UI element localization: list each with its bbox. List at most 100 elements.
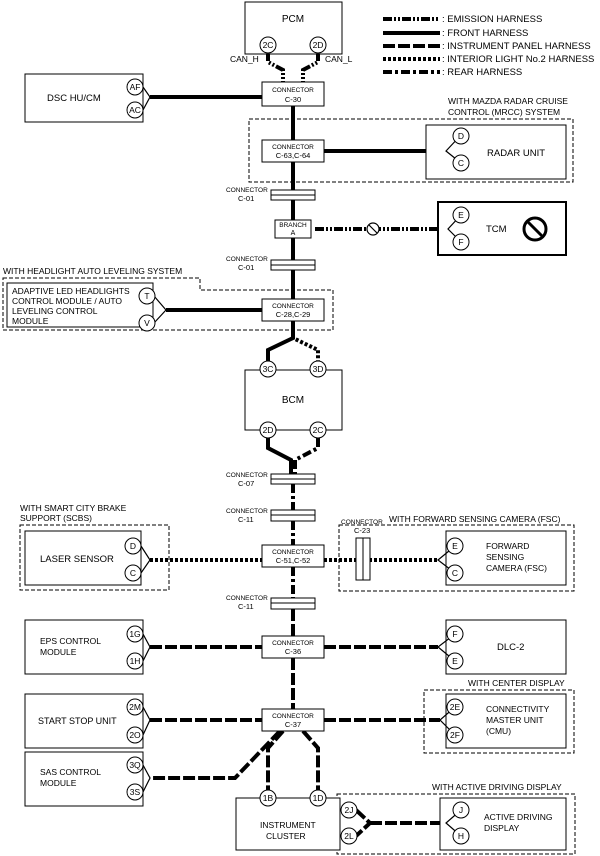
- c07-label-1: CONNECTOR: [226, 472, 268, 479]
- branch-a-label-1: BRANCH: [279, 222, 307, 229]
- pcm-wire-l: [301, 52, 320, 82]
- legend-emission-label: : EMISSION HARNESS: [442, 14, 542, 25]
- eps-label-2: MODULE: [40, 647, 77, 657]
- fsc-label-2: SENSING: [486, 552, 524, 562]
- connector-c01-upper: CONNECTOR C-01: [226, 187, 316, 203]
- cmu-dashed-box: [423, 689, 575, 754]
- cmu-label-2: MASTER UNIT: [486, 715, 544, 725]
- c63-box: [261, 139, 325, 163]
- c01a-label-2: C-01: [238, 194, 254, 203]
- cmu-group-label: WITH CENTER DISPLAY: [468, 678, 565, 688]
- c63-label-1: CONNECTOR: [272, 144, 314, 151]
- hal-dashed-box: [2, 277, 334, 331]
- dlc-pin-e-label: E: [452, 656, 458, 666]
- bcm-pin-3c-label: 3C: [263, 364, 274, 374]
- mrcc-group-label-1: WITH MAZDA RADAR CRUISE: [448, 96, 568, 106]
- cluster-pin-1d: [309, 789, 327, 807]
- c11a-label-2: C-11: [238, 515, 254, 524]
- eps-label-1: EPS CONTROL: [40, 636, 101, 646]
- hal-label-1: ADAPTIVE LED HEADLIGHTS: [12, 286, 130, 296]
- hal-pin-v-label: V: [144, 318, 150, 328]
- sas-pin-3q: [126, 756, 144, 774]
- hal-pin-t: [138, 287, 156, 305]
- c51-box: [261, 544, 325, 568]
- mrcc-group: WITH MAZDA RADAR CRUISE CONTROL (MRCC) S…: [248, 96, 574, 183]
- connector-c01-lower: CONNECTOR C-01: [226, 256, 316, 272]
- tcm-prohibit-slash: [525, 219, 545, 239]
- bcm-pin-2c: [309, 421, 327, 439]
- radar-unit-label: RADAR UNIT: [487, 148, 545, 159]
- scbs-group: WITH SMART CITY BRAKE SUPPORT (SCBS) LAS…: [19, 503, 262, 591]
- eps-pin-1h-label: 1H: [130, 656, 141, 666]
- hal-pin-t-label: T: [144, 291, 149, 301]
- dlc-pin-f: [446, 625, 464, 643]
- add-pin-h-label: H: [458, 831, 464, 841]
- laser-pin-joiner: [140, 545, 151, 574]
- trunk-c37-sas: [150, 729, 282, 780]
- c63-label-2: C-63,C-64: [276, 151, 311, 160]
- c36-label-2: C-36: [285, 647, 301, 656]
- c37-label-1: CONNECTOR: [272, 713, 314, 720]
- fsc-box: [445, 530, 567, 586]
- cmu-pin-2f: [446, 726, 464, 744]
- connector-c51: CONNECTOR C-51,C-52: [261, 544, 325, 568]
- pcm-pin-2c: [259, 36, 277, 54]
- c30-label-2: C-30: [285, 95, 301, 104]
- laser-pin-c: [124, 564, 142, 582]
- c37-label-2: C-37: [285, 720, 301, 729]
- eps-pin-1g-label: 1G: [129, 629, 140, 639]
- hal-box: [6, 282, 154, 328]
- cmu-label-1: CONNECTIVITY: [486, 704, 550, 714]
- ssu-pin-2m-label: 2M: [129, 702, 141, 712]
- cluster-row: WITH ACTIVE DRIVING DISPLAY INSTRUMENT C…: [235, 782, 576, 855]
- c01b-label-1: CONNECTOR: [226, 256, 268, 263]
- sas-label-2: MODULE: [40, 778, 77, 788]
- c11b-label-1: CONNECTOR: [226, 595, 268, 602]
- bcm-down-r: [293, 438, 320, 474]
- tcm-pin-e: [452, 206, 470, 224]
- cluster-pin-1d-label: 1D: [313, 793, 324, 803]
- c28-label-1: CONNECTOR: [272, 303, 314, 310]
- add-pin-j: [452, 801, 470, 819]
- ssu-pin-2o: [126, 726, 144, 744]
- sas-module: SAS CONTROL MODULE 3Q 3S: [24, 751, 151, 807]
- pcm-module: PCM 2C 2D CAN_H CAN_L: [230, 1, 353, 64]
- scbs-group-label-1: WITH SMART CITY BRAKE: [20, 503, 127, 513]
- cmu-pin-2f-label: 2F: [450, 730, 460, 740]
- sas-pin-3q-label: 3Q: [129, 760, 141, 770]
- c37-box: [261, 708, 325, 732]
- dsc-box: [24, 73, 144, 123]
- cluster-pin-1b-label: 1B: [263, 793, 274, 803]
- cluster-label-2: CLUSTER: [266, 831, 306, 841]
- fsc-pin-e-label: E: [452, 541, 458, 551]
- pcm-pin-2c-label: 2C: [263, 40, 274, 50]
- pcm-label: PCM: [282, 14, 304, 25]
- add-label-2: DISPLAY: [484, 823, 520, 833]
- c01b-label-2: C-01: [238, 263, 254, 272]
- sas-pin-3s-label: 3S: [130, 787, 141, 797]
- legend: : EMISSION HARNESS : FRONT HARNESS : INS…: [383, 14, 594, 78]
- cluster-add-joiner-left: [354, 808, 373, 838]
- ssu-label: START STOP UNIT: [38, 716, 117, 726]
- c28-label-2: C-28,C-29: [276, 310, 311, 319]
- cluster-label-1: INSTRUMENT: [260, 820, 316, 830]
- cluster-pin-2j-label: 2J: [345, 805, 354, 815]
- dsc-pin-af-label: AF: [130, 82, 141, 92]
- dlc-label: DLC-2: [497, 642, 524, 653]
- cluster-box: [235, 797, 341, 851]
- c51-label-1: CONNECTOR: [272, 549, 314, 556]
- mrcc-dashed-box: [248, 118, 574, 183]
- bcm-pin-2d-label: 2D: [263, 425, 274, 435]
- laser-pin-d: [124, 537, 142, 555]
- bcm-pin-2c-label: 2C: [313, 425, 324, 435]
- fsc-pin-e: [446, 537, 464, 555]
- dsc-module: DSC HU/CM AF AC: [24, 73, 262, 123]
- c51-label-2: C-51,C-52: [276, 556, 311, 565]
- legend-interior-label: : INTERIOR LIGHT No.2 HARNESS: [442, 54, 594, 65]
- laser-sensor-label: LASER SENSOR: [40, 554, 114, 565]
- connector-c11-lower: CONNECTOR C-11: [226, 595, 316, 611]
- add-group-label: WITH ACTIVE DRIVING DISPLAY: [432, 782, 562, 792]
- eps-row: EPS CONTROL MODULE 1G 1H CONNECTOR C-36 …: [24, 619, 567, 675]
- can-l-label: CAN_L: [325, 54, 353, 64]
